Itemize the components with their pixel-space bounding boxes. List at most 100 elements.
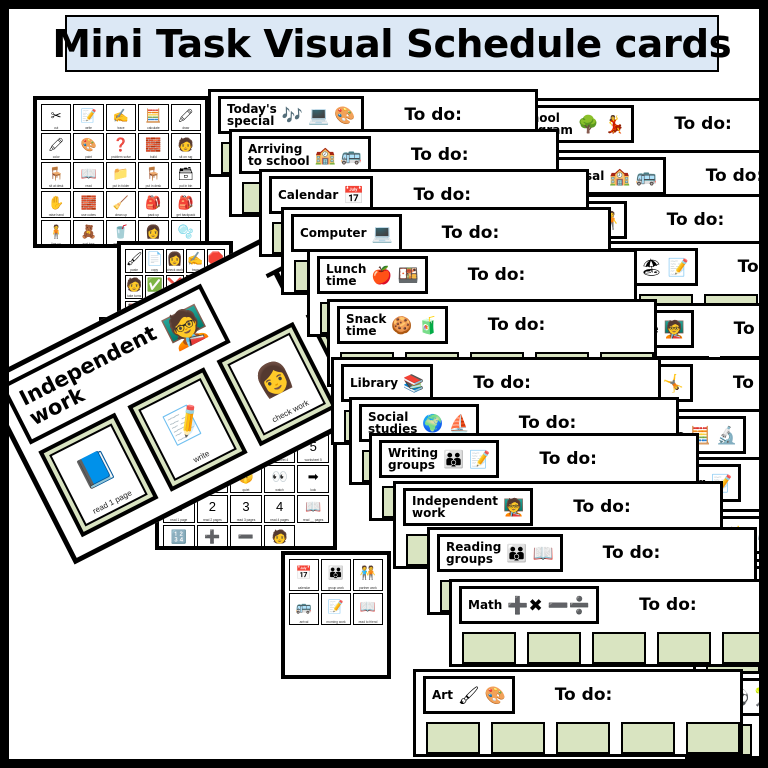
picture-card[interactable]: ✂cut xyxy=(41,104,72,131)
picture-card[interactable]: 🫧wash hands xyxy=(170,220,201,244)
picture-card[interactable]: 👪group work xyxy=(321,559,351,591)
picture-card[interactable]: ➖subtract xyxy=(230,525,262,550)
schedule-card-label-box: Art🖌🎨 xyxy=(423,676,515,714)
picture-card[interactable]: ➡look xyxy=(297,465,329,493)
picture-card[interactable]: 🧸sort toys xyxy=(73,220,104,246)
picture-card-label: sit at desk xyxy=(49,183,64,188)
picture-card[interactable]: 👀watch xyxy=(263,465,296,493)
picture-card[interactable]: 🧱use cubes xyxy=(73,191,104,218)
schedule-card-icon: 🎨 xyxy=(484,685,506,705)
picture-card[interactable]: 🎨paint xyxy=(73,133,104,160)
schedule-card-icon: 🎨 xyxy=(334,105,356,125)
task-slot[interactable] xyxy=(556,722,610,754)
picture-card-label: use cubes xyxy=(81,212,96,217)
picture-card-label: morning work xyxy=(326,619,346,624)
picture-card[interactable]: 📖read to friend xyxy=(353,593,383,625)
picture-card[interactable]: 🖌paste xyxy=(125,249,144,273)
picture-card-label: read xyxy=(85,183,92,188)
picture-card-label: calendar xyxy=(297,585,311,590)
schedule-card-header: Snack time🍪🧃To do: xyxy=(330,302,654,348)
todo-label: To do: xyxy=(732,373,759,393)
picture-card-icon: 🗃 xyxy=(177,165,195,181)
picture-card-label: trace xyxy=(117,125,125,130)
picture-card-label: group work xyxy=(328,585,344,590)
picture-card[interactable]: 📖read xyxy=(73,162,104,189)
task-slot[interactable] xyxy=(426,722,480,754)
picture-card-icon: 👀 xyxy=(271,469,288,485)
schedule-card-icon: 🖌 xyxy=(457,685,480,705)
picture-card[interactable]: ✍trace xyxy=(186,249,205,273)
todo-label: To do: xyxy=(602,543,661,563)
picture-card[interactable]: 🧍line up xyxy=(41,220,72,244)
picture-card[interactable]: ❓ problem solve xyxy=(105,133,137,160)
picture-card-label: raise hand xyxy=(48,212,64,217)
todo-label: To do: xyxy=(705,166,764,186)
picture-card[interactable]: 🧹clean up xyxy=(105,191,137,218)
picture-card-icon: 🥤 xyxy=(112,223,130,239)
schedule-card-icon: 📚 xyxy=(403,373,425,393)
schedule-card[interactable]: Art🖌🎨To do: xyxy=(413,669,743,757)
schedule-card-icon: 🧃 xyxy=(417,315,439,335)
schedule-card-label-box: Reading groups👪📖 xyxy=(437,534,563,572)
schedule-card-icon: 🎶 xyxy=(281,105,303,125)
picture-card[interactable]: ➕add xyxy=(196,525,229,546)
schedule-card[interactable]: Math➕✖︎➖➗To do: xyxy=(449,579,759,667)
picture-card[interactable]: 🧑‍🤝‍🧑partner work xyxy=(353,559,383,591)
task-slot[interactable] xyxy=(462,632,516,664)
picture-card-label: put in folder xyxy=(112,183,130,188)
picture-card[interactable]: 👩check work xyxy=(165,249,185,273)
picture-card[interactable]: 📅calendar xyxy=(289,559,319,591)
picture-card[interactable]: 🖍color xyxy=(41,133,72,160)
picture-card[interactable]: 📝morning work xyxy=(321,593,351,625)
picture-card[interactable]: 🔢count xyxy=(163,525,195,546)
picture-card[interactable]: ✍trace xyxy=(105,104,137,131)
task-slot[interactable] xyxy=(592,632,646,664)
picture-card[interactable]: ✋raise hand xyxy=(41,191,72,218)
task-slot[interactable] xyxy=(686,722,740,754)
task-slot[interactable] xyxy=(491,722,545,754)
picture-card[interactable]: 📖read __ pages xyxy=(297,495,329,523)
task-slot[interactable] xyxy=(527,632,581,664)
task-slot[interactable] xyxy=(763,724,768,756)
todo-label: To do: xyxy=(410,145,469,165)
picture-card[interactable]: 🧮calculate xyxy=(138,104,169,131)
picture-card[interactable]: 🧑take turns xyxy=(125,275,144,299)
picture-card[interactable]: 🧑sit on rug xyxy=(170,133,201,160)
picture-card[interactable]: 🪑sit at desk xyxy=(41,162,72,189)
task-slot[interactable] xyxy=(621,722,675,754)
picture-card[interactable]: 🧑all done xyxy=(263,525,296,546)
picture-card-icon: 👩 xyxy=(166,251,184,267)
picture-card-label: take turns xyxy=(127,293,142,298)
picture-card-icon: ❓ xyxy=(112,136,130,152)
picture-card[interactable]: 🖍draw xyxy=(170,104,201,131)
picture-card[interactable]: 📄copy xyxy=(145,249,164,273)
schedule-card-icon: 📝 xyxy=(667,257,689,277)
picture-card-icon: 🫧 xyxy=(177,223,194,239)
picture-card-label: read to friend xyxy=(358,619,378,624)
task-slot[interactable] xyxy=(722,632,759,664)
picture-card-icon: 🧮 xyxy=(145,107,162,123)
picture-card[interactable]: 🎒pack up xyxy=(138,191,169,218)
picture-card-icon: 🪑 xyxy=(145,165,162,181)
picture-card-label: read 4 pages xyxy=(270,517,289,522)
schedule-card-icon: 💻 xyxy=(371,223,393,243)
picture-card[interactable]: 🗃put in bin xyxy=(170,162,201,189)
picture-card-label: sort toys xyxy=(82,241,95,246)
picture-card-icon: ✍ xyxy=(187,251,204,267)
picture-card[interactable]: 📁put in folder xyxy=(105,162,137,189)
picture-card[interactable]: 🚌arrival xyxy=(289,593,319,625)
picture-card[interactable]: 🥤get a drink xyxy=(105,220,137,244)
task-slot[interactable] xyxy=(657,632,711,664)
picture-card[interactable]: 🪑put in desk xyxy=(138,162,169,189)
picture-card-label: subtract xyxy=(240,547,252,550)
picture-card[interactable]: 🧱build xyxy=(138,133,169,160)
picture-card[interactable]: 🎒get backpack xyxy=(170,191,201,218)
schedule-card-label-box: Independent work🧑‍🏫 xyxy=(403,488,534,526)
picture-card-label: problem solve xyxy=(111,154,131,159)
picture-card-icon: 🎒 xyxy=(177,194,194,210)
picture-card-icon: 3 xyxy=(242,499,250,515)
picture-card[interactable]: 📝write xyxy=(73,104,104,131)
